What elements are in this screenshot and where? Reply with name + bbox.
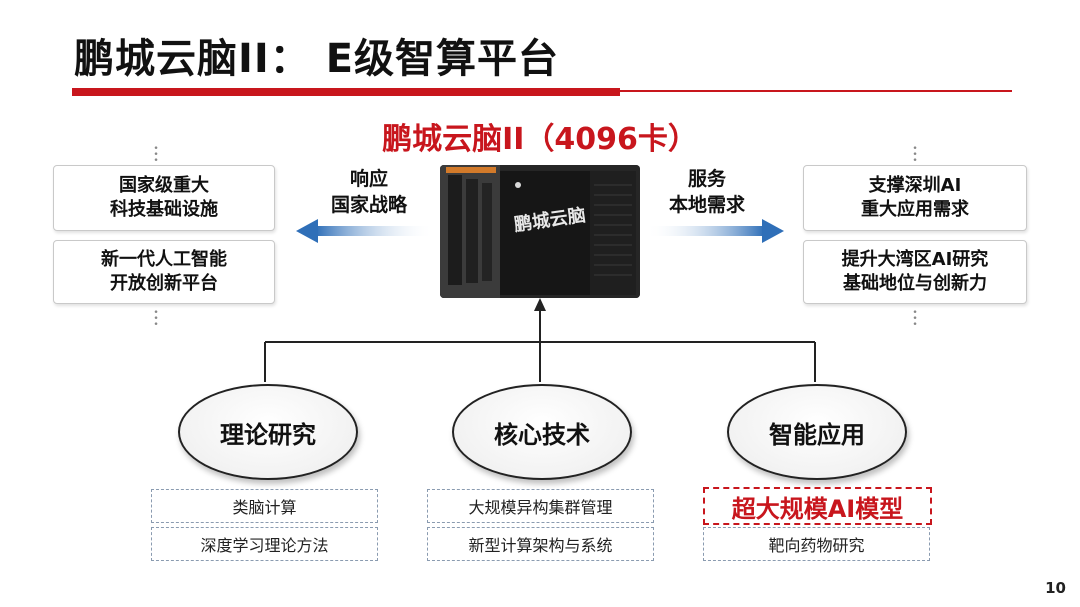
- tag-cluster-management: 大规模异构集群管理: [427, 489, 654, 523]
- tag-large-ai-model: 超大规模AI模型: [703, 487, 932, 525]
- right-box-1-label: 支撑深圳AI 重大应用需求: [861, 175, 969, 220]
- left-arrow: [296, 219, 434, 243]
- right-box-2-label: 提升大湾区AI研究 基础地位与创新力: [841, 249, 989, 294]
- left-box-1: 国家级重大 科技基础设施: [53, 165, 275, 231]
- ellipsis-dots-icon: •••: [153, 308, 159, 330]
- right-arrow-label: 服务 本地需求: [668, 168, 745, 216]
- left-box-2-label: 新一代人工智能 开放创新平台: [101, 249, 227, 294]
- page-number: 10: [1045, 579, 1066, 597]
- right-box-2: 提升大湾区AI研究 基础地位与创新力: [803, 240, 1027, 304]
- left-arrow-label: 响应 国家战略: [330, 168, 407, 216]
- pillar-theory: 理论研究: [178, 384, 358, 480]
- logo-icon: [515, 182, 521, 188]
- tag-brain-inspired-computing: 类脑计算: [151, 489, 378, 523]
- right-arrow: [646, 219, 784, 243]
- tree-connector: [264, 308, 816, 382]
- pillar-core-tech-label: 核心技术: [494, 420, 590, 449]
- tag-deep-learning-theory: 深度学习理论方法: [151, 527, 378, 561]
- tag-computing-architecture: 新型计算架构与系统: [427, 527, 654, 561]
- server-rack-image: 鹏城云脑: [440, 165, 640, 298]
- pillar-core-tech: 核心技术: [452, 384, 632, 480]
- server-racks-graphic: [440, 165, 640, 298]
- up-arrowhead: [534, 298, 546, 311]
- ellipsis-dots-icon: •••: [153, 144, 159, 166]
- pillar-application-label: 智能应用: [769, 420, 865, 449]
- pillar-application: 智能应用: [727, 384, 907, 480]
- left-box-1-label: 国家级重大 科技基础设施: [110, 175, 218, 220]
- page-title: 鹏城云脑II： E级智算平台: [74, 36, 560, 82]
- right-box-1: 支撑深圳AI 重大应用需求: [803, 165, 1027, 231]
- left-box-2: 新一代人工智能 开放创新平台: [53, 240, 275, 304]
- ellipsis-dots-icon: •••: [912, 308, 918, 330]
- tag-drug-research: 靶向药物研究: [703, 527, 930, 561]
- title-underline-thick: [72, 88, 620, 96]
- ellipsis-dots-icon: •••: [912, 144, 918, 166]
- pillar-theory-label: 理论研究: [220, 420, 316, 449]
- title-underline-thin: [620, 90, 1012, 92]
- platform-subtitle: 鹏城云脑II（4096卡）: [382, 122, 698, 157]
